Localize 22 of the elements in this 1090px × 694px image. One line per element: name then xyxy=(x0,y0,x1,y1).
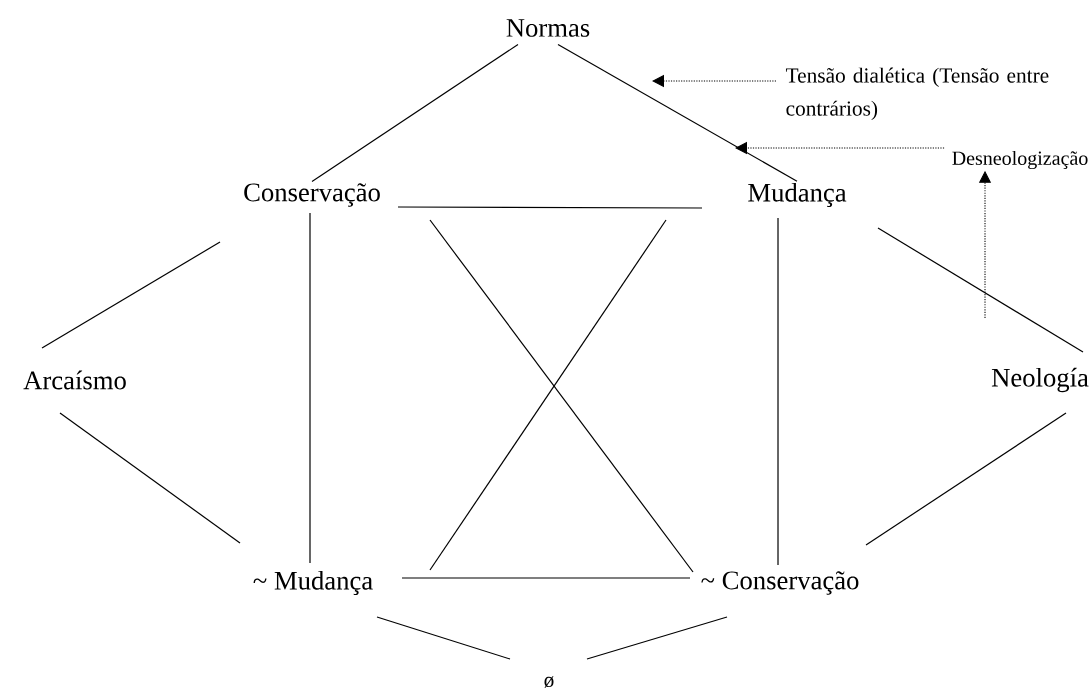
connector-line xyxy=(376,616,511,660)
annotation-text: Tensão dialética (Tensão entre contrários) xyxy=(786,67,1049,121)
node-label: Arcaísmo xyxy=(23,370,126,390)
connector-line xyxy=(877,227,1084,353)
connector-line xyxy=(59,412,241,544)
connector-line xyxy=(309,212,311,564)
node-label: Conservação xyxy=(244,183,380,207)
connector-line xyxy=(586,616,728,660)
connector-line xyxy=(311,43,519,183)
node-label: ø xyxy=(544,676,554,688)
connector-line xyxy=(865,412,1067,546)
connector-line xyxy=(401,577,691,579)
node-label: Neología xyxy=(991,367,1089,393)
node-label: Normas xyxy=(506,19,590,37)
node-label: Mudança xyxy=(748,182,847,208)
annotation-text: Desneologização xyxy=(952,150,1088,170)
connector-line xyxy=(397,206,703,209)
connector-line xyxy=(41,241,221,349)
connector-line xyxy=(557,43,798,182)
node-label: ~ Conservação xyxy=(701,571,859,595)
node-label: ~ Mudança xyxy=(253,570,373,596)
connector-line xyxy=(777,217,779,566)
